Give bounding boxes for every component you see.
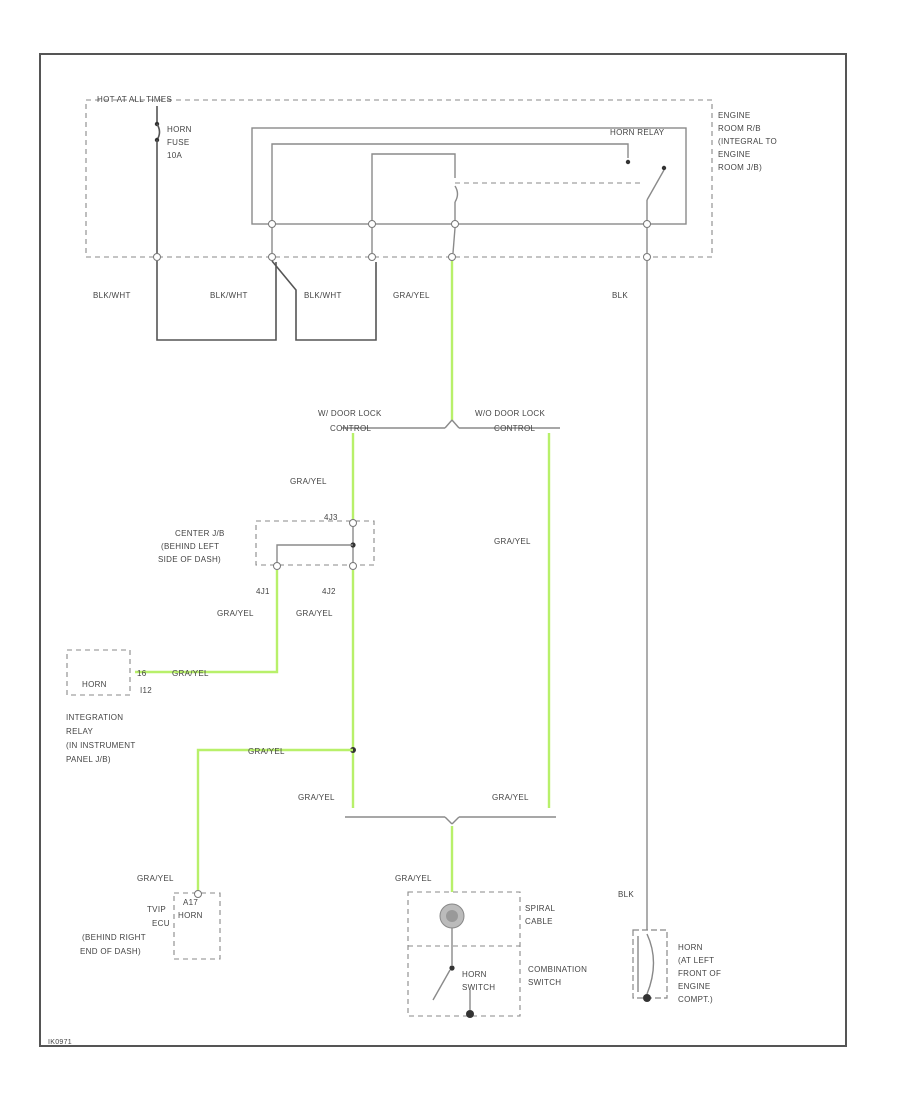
tvip-label-3: (BEHIND RIGHT [82,933,146,942]
rb-connector-1 [153,253,161,261]
wire-label-grayel-i: GRA/YEL [137,874,174,883]
door-lock-right-1: W/O DOOR LOCK [475,409,545,418]
horn-switch-label-1: HORN [462,970,487,979]
engine-room-rb-box [85,99,713,258]
wire-label-grayel-top: GRA/YEL [393,291,430,300]
wire-label-grayel-h: GRA/YEL [395,874,432,883]
pin-4j1: 4J1 [256,587,270,596]
horn-switch-icon [432,965,471,1010]
rb-connector-2 [268,253,276,261]
pin-4j2: 4J2 [322,587,336,596]
relay-terminal-2 [368,220,376,228]
tvip-label-2: ECU [152,919,170,928]
horn-front-label-5: COMPT.) [678,995,713,1004]
center-jb-label-1: CENTER J/B [175,529,225,538]
spiral-cable-label-1: SPIRAL [525,904,556,913]
spiral-cable-icon [439,903,465,929]
center-jb-label-3: SIDE OF DASH) [158,555,221,564]
wire-label-grayel-d: GRA/YEL [172,669,209,678]
wire-label-grayel-f: GRA/YEL [298,793,335,802]
engine-room-label-1: ENGINE [718,111,750,120]
wire-label-grayel-g: GRA/YEL [492,793,529,802]
horn-front-label-4: ENGINE [678,982,710,991]
grayel-to-tvip-ecu [196,748,353,892]
horn-fuse-label-2: FUSE [167,138,190,147]
horn-front-label-2: (AT LEFT [678,956,714,965]
tvip-label-4: END OF DASH) [80,947,141,956]
wire-label-blkwht-1: BLK/WHT [93,291,131,300]
engine-room-label-3: (INTEGRAL TO [718,137,777,146]
pin-16: 16 [137,669,147,678]
grayel-to-integration-relay [135,570,279,674]
relay-terminal-1 [268,220,276,228]
door-lock-option-bar [342,419,560,429]
wire-label-blkwht-2: BLK/WHT [210,291,248,300]
wire-label-grayel-c: GRA/YEL [296,609,333,618]
diagram-frame [39,53,847,1047]
wire-label-grayel-e: GRA/YEL [248,747,285,756]
horn-icon [632,929,668,1002]
wire-label-blkwht-3: BLK/WHT [304,291,342,300]
combination-switch-label-2: SWITCH [528,978,561,987]
relay-terminal-3 [451,220,459,228]
integration-relay-label-4: PANEL J/B) [66,755,111,764]
horn-switch-label-2: SWITCH [462,983,495,992]
horn-relay [251,127,687,225]
wire-label-grayel-right: GRA/YEL [494,537,531,546]
wire-label-blk-bottom: BLK [618,890,634,899]
engine-room-label-2: ROOM R/B [718,124,761,133]
horn-fuse [154,106,161,255]
footer-code: IK0971 [48,1039,72,1046]
door-lock-right-2: CONTROL [494,424,535,433]
tvip-label-1: TVIP [147,905,166,914]
combination-switch-label-1: COMBINATION [528,965,587,974]
engine-room-label-5: ROOM J/B) [718,163,762,172]
wire-label-blk-top: BLK [612,291,628,300]
hot-at-all-times-label: HOT AT ALL TIMES [97,95,172,104]
pin-i12: I12 [140,686,152,695]
integration-relay-label-1: INTEGRATION [66,713,123,722]
integration-relay-label-2: RELAY [66,727,94,736]
door-lock-left-2: CONTROL [330,424,371,433]
integration-relay-label-3: (IN INSTRUMENT [66,741,136,750]
horn-fuse-label-1: HORN [167,125,192,134]
rb-connector-4 [448,253,456,261]
horn-front-label-1: HORN [678,943,703,952]
horn-relay-label: HORN RELAY [610,128,665,137]
integration-relay-horn-label: HORN [82,680,107,689]
center-jb-box [255,520,375,566]
ground-icon [466,1010,474,1018]
bottom-option-bar [345,816,556,825]
spiral-cable-label-2: CABLE [525,917,553,926]
pin-4j3: 4J3 [324,513,338,522]
rb-connector-3 [368,253,376,261]
relay-terminal-4 [643,220,651,228]
blk-wht-wires [156,260,377,341]
door-lock-left-1: W/ DOOR LOCK [318,409,382,418]
wire-label-grayel-b: GRA/YEL [217,609,254,618]
engine-room-label-4: ENGINE [718,150,750,159]
rb-connector-5 [643,253,651,261]
pin-a17: A17 [183,898,198,907]
wire-label-grayel-a: GRA/YEL [290,477,327,486]
center-jb-label-2: (BEHIND LEFT [161,542,219,551]
combination-switch-box [407,891,521,1017]
tvip-horn-label: HORN [178,911,203,920]
horn-front-label-3: FRONT OF [678,969,721,978]
integration-relay-horn-box [66,649,131,696]
horn-fuse-label-3: 10A [167,151,182,160]
